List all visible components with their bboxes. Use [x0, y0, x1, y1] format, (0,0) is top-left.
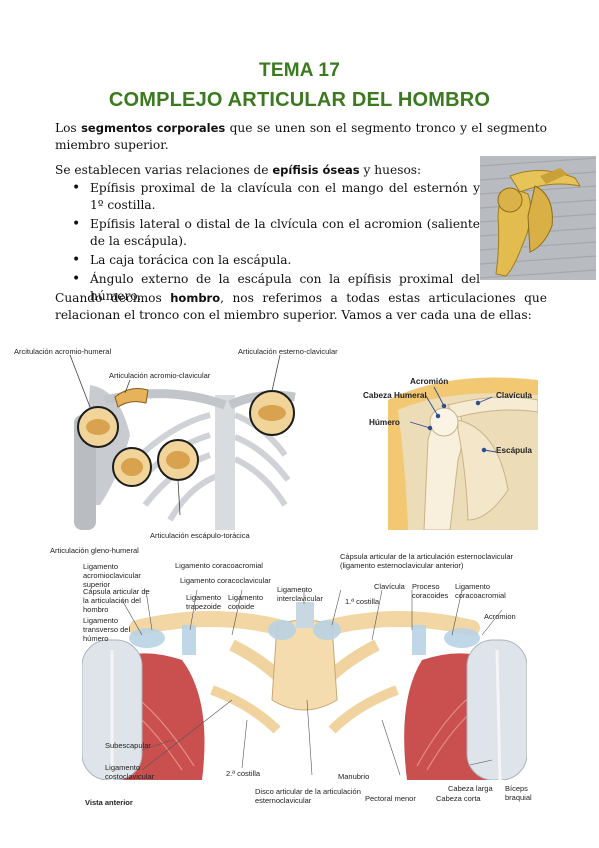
- label-lig-coracoacromial-top: Ligamento coracoacromial: [175, 561, 263, 570]
- label-escapula: Escápula: [496, 446, 532, 455]
- label-cabeza-humeral: Cabeza Humeral: [363, 391, 427, 400]
- label-acromio-clavicular: Articulación acromio-clavicular: [109, 371, 211, 380]
- title-line-2: COMPLEJO ARTICULAR DEL HOMBRO: [108, 89, 491, 111]
- label-lig-conoide: Ligamento conoide: [228, 593, 264, 611]
- label-lig-costoclavicular: Ligamento costoclavicular: [105, 763, 155, 781]
- intro-paragraph: Los segmentos corporales que se unen son…: [55, 120, 547, 154]
- relations-post: y huesos:: [359, 163, 422, 177]
- label-lig-transverso: Ligamento transverso del húmero: [83, 616, 131, 643]
- label-cabeza-larga: Cabeza larga: [448, 784, 493, 793]
- label-manubrio: Manubrio: [338, 772, 370, 781]
- relations-list: Epífisis proximal de la clavícula con el…: [70, 180, 480, 307]
- label-capsula-esterno: Cápsula articular de la articulación est…: [340, 552, 514, 570]
- label-clavicula-3: Clavícula: [374, 582, 405, 591]
- title-line-1: TEMA 17: [259, 60, 340, 81]
- label-clavicula: Clavícula: [496, 391, 532, 400]
- label-esterno-clavicular: Articulación esterno-clavicular: [238, 347, 338, 356]
- relations-bold: epífisis óseas: [272, 163, 360, 177]
- shoulder-bold: hombro: [170, 291, 221, 305]
- label-cabeza-corta: Cabeza corta: [436, 794, 481, 803]
- label-segunda-costilla: 2.ª costilla: [226, 769, 261, 778]
- label-disco-articular: Disco articular de la articulación ester…: [255, 787, 361, 805]
- relations-pre: Se establecen varias relaciones de: [55, 163, 273, 177]
- label-lig-coracoacromial-right: Ligamento coracoacromial: [455, 582, 506, 600]
- label-humero: Húmero: [369, 418, 400, 427]
- skeleton-joints-figure: [60, 355, 310, 530]
- label-escapulo-toracica: Articulación escápulo-torácica: [150, 531, 250, 540]
- anterior-ligaments-figure: [82, 590, 527, 780]
- list-item: Epífisis proximal de la clavícula con el…: [70, 180, 480, 214]
- label-acromion-3: Acromion: [484, 612, 516, 621]
- shoulder-post: , nos referimos a todas estas articulaci…: [55, 291, 547, 322]
- label-acromio-humeral: Arcitulación acromio-humeral: [14, 347, 112, 356]
- relations-intro: Se establecen varias relaciones de epífi…: [55, 162, 475, 179]
- shoulder-model-image: [480, 156, 596, 280]
- shoulder-xray-figure: [388, 377, 538, 530]
- label-proceso-coracoides: Proceso coracoides: [412, 582, 449, 600]
- label-pectoral-menor: Pectoral menor: [365, 794, 416, 803]
- label-gleno-humeral: Articulación gleno-humeral: [50, 546, 139, 555]
- label-lig-coracoclavicular: Ligamento coracoclavicular: [180, 576, 271, 585]
- label-acromion: Acromión: [410, 377, 449, 386]
- intro-pre: Los: [55, 121, 82, 135]
- label-lig-interclavicular: Ligamento interclavicular: [277, 585, 323, 603]
- label-biceps: Bíceps braquial: [505, 784, 532, 802]
- label-vista-anterior: Vista anterior: [85, 798, 133, 807]
- label-capsula-hombro: Cápsula articular de la articulación del…: [83, 587, 150, 614]
- shoulder-pre: Cuando decimos: [55, 291, 171, 305]
- label-primera-costilla: 1.ª costilla: [345, 597, 380, 606]
- list-item: La caja torácica con la escápula.: [70, 252, 480, 269]
- intro-post: que se unen son el segmento tronco y el …: [55, 121, 547, 152]
- intro-bold: segmentos corporales: [81, 121, 226, 135]
- list-item: Epífisis lateral o distal de la clvícula…: [70, 216, 480, 250]
- shoulder-paragraph: Cuando decimos hombro, nos referimos a t…: [55, 290, 547, 324]
- label-subescapular: Subescapular: [105, 741, 151, 750]
- list-item: Ángulo externo de la escápula con la epí…: [70, 271, 480, 305]
- label-lig-trapezoide: Ligamento trapezoide: [186, 593, 222, 611]
- label-lig-acromioclavicular: Ligamento acromioclavicular superior: [83, 562, 141, 589]
